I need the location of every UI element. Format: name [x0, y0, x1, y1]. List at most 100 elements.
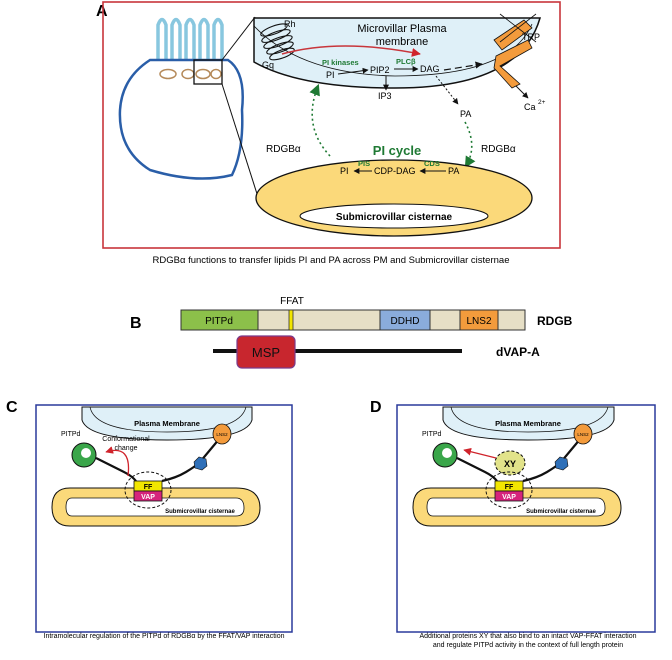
- panel-c-ff-label: FF: [144, 484, 153, 491]
- panel-d-ff-label: FF: [505, 484, 514, 491]
- panel-c-letter: C: [6, 399, 18, 416]
- panel-c-pm-label: Plasma Membrane: [134, 419, 200, 428]
- panel-d-caption-line1: Additional proteins XY that also bind to…: [420, 633, 637, 640]
- ffat-label: FFAT: [280, 296, 304, 307]
- zoom-box: [193, 59, 223, 85]
- panel-d-cisterna-label: Submicrovillar cisternae: [526, 509, 596, 515]
- panel-c-conformational-line1: Conformational: [102, 436, 150, 443]
- panel-d-dashed-circle: [485, 471, 533, 509]
- pi-bottom-label: PI: [340, 166, 349, 176]
- dag-to-pa-arrow: [435, 75, 459, 105]
- panel-d-letter: D: [370, 399, 382, 416]
- cisterna-label: Submicrovillar cisternae: [336, 212, 453, 223]
- panel-d-xy-label: XY: [504, 459, 516, 469]
- panel-d-cisterna-lumen: [426, 497, 606, 517]
- rhodopsin: [260, 23, 295, 61]
- dag-to-trp-arrow: [443, 61, 483, 71]
- plc-label: PLCβ: [396, 57, 416, 66]
- rdgb-left-label: RDGBα: [266, 144, 301, 155]
- panel-d-vap-box: [494, 490, 524, 502]
- organelle-2: [181, 68, 195, 80]
- pi-top-label: PI: [326, 70, 335, 80]
- membrane-title-line2: membrane: [376, 36, 429, 48]
- panel-d-ddhd-hex: [554, 456, 569, 471]
- panel-d-pitpd-label: PITPd: [422, 431, 442, 438]
- pitpd-domain: [180, 309, 259, 331]
- panel-a-frame: [102, 1, 561, 249]
- calcium-sup: 2+: [538, 99, 546, 106]
- msp-label: MSP: [252, 345, 280, 360]
- panel-c-caption: Intramolecular regulation of the PITPd o…: [44, 633, 285, 640]
- gq-activation-arrow: [281, 45, 421, 57]
- panel-d-linker-left: [456, 457, 498, 482]
- panel-d-xy-protein: [494, 450, 526, 476]
- panel-c-membrane-inner: [89, 406, 247, 433]
- panel-a-caption: RDGBα functions to transfer lipids PI an…: [153, 255, 510, 266]
- dvap-label: dVAP-A: [496, 345, 540, 359]
- panel-d-lns2-label: LNS2: [577, 432, 589, 437]
- panel-d-membrane-inner: [450, 406, 609, 433]
- msp-domain: [236, 335, 296, 369]
- panel-c-pitpd-pocket: [81, 448, 91, 458]
- panel-c-cisterna-label: Submicrovillar cisternae: [165, 509, 235, 515]
- membrane-title-line1: Microvillar Plasma: [357, 23, 447, 35]
- zoom-line-top: [221, 16, 256, 61]
- panel-d-vap-label: VAP: [502, 494, 516, 501]
- panel-c-conformational-arrow: [105, 446, 130, 477]
- panel-c-pitpd-label: PITPd: [61, 431, 81, 438]
- pi-to-pip2-arrow: [337, 67, 369, 75]
- panel-c-lns2: [212, 423, 232, 445]
- panel-c-vap-box: [133, 490, 163, 502]
- panel-d-caption-line2: and regulate PITPd activity in the conte…: [433, 642, 623, 649]
- pip2-label: PIP2: [370, 65, 390, 75]
- calcium-label: Ca: [524, 102, 536, 112]
- panel-a-letter: A: [96, 3, 108, 20]
- cell-outline: [118, 58, 244, 180]
- panel-d-linker-right: [522, 437, 582, 483]
- panel-d-pm-label: Plasma Membrane: [495, 419, 561, 428]
- ffat-motif: [288, 309, 294, 331]
- panel-c-frame: [35, 404, 293, 633]
- pis-label: PIS: [358, 159, 370, 168]
- panel-d-pitpd-pocket: [442, 448, 452, 458]
- rh-label: Rh: [284, 19, 296, 29]
- lns2-domain-label: LNS2: [466, 316, 491, 327]
- panel-c: C Plasma Membrane Submicrovillar cistern…: [6, 399, 293, 640]
- trp-label: TRP: [522, 32, 540, 42]
- gq-label: Gq: [262, 60, 274, 70]
- pa-transfer-arrow: [464, 121, 476, 168]
- lns2-domain: [459, 309, 499, 331]
- pi-kinases-label: PI kinases: [322, 58, 359, 67]
- organelle-4: [210, 68, 222, 80]
- ddhd-domain-label: DDHD: [391, 316, 420, 327]
- trp-channel: [493, 13, 537, 89]
- panel-b: B FFAT PITPd DDHD LNS2 RDGB MSP dVAP-A: [130, 296, 573, 369]
- cds-label: CDS: [424, 159, 440, 168]
- pi-transfer-arrow: [309, 83, 331, 157]
- cisterna-lumen: [299, 203, 489, 229]
- calcium-arrow: [515, 85, 529, 99]
- panel-d: D Plasma Membrane Submicrovillar cistern…: [370, 399, 656, 649]
- panel-c-plasma-membrane: [81, 406, 253, 441]
- rdgb-label: RDGB: [537, 314, 573, 328]
- panel-d-xy-arrow: [463, 447, 497, 459]
- panel-c-ddhd-hex: [193, 456, 208, 471]
- ddhd-domain: [379, 309, 431, 331]
- panel-d-lns2: [573, 423, 593, 445]
- organelle-3: [195, 68, 211, 80]
- panel-c-linker-left: [95, 457, 137, 482]
- panel-a: A: [96, 1, 561, 266]
- ip3-label: IP3: [378, 91, 392, 101]
- zoom-line-bottom: [221, 83, 259, 198]
- organelle-1: [159, 68, 177, 80]
- panel-c-dashed-circle: [124, 471, 172, 509]
- panel-d-frame: [396, 404, 656, 633]
- cdp-dag-label: CDP-DAG: [374, 166, 416, 176]
- pa-bottom-label: PA: [448, 166, 459, 176]
- panel-c-vap-label: VAP: [141, 494, 155, 501]
- pitpd-domain-label: PITPd: [205, 316, 233, 327]
- panel-c-linker-right: [161, 437, 221, 483]
- panel-b-letter: B: [130, 315, 142, 332]
- panel-c-lns2-label: LNS2: [216, 432, 228, 437]
- panel-d-plasma-membrane: [442, 406, 615, 441]
